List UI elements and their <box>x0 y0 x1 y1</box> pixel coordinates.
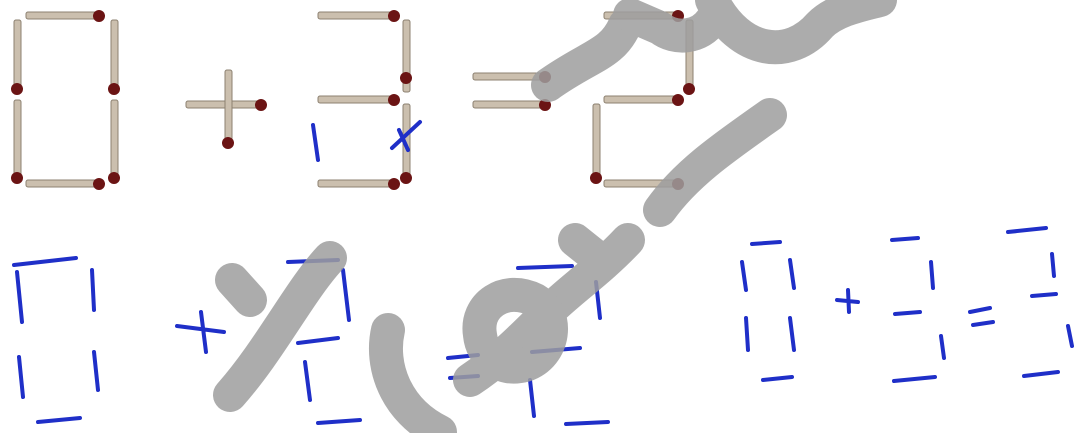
ink-small-equals <box>970 308 993 325</box>
ink-small-three <box>892 238 944 381</box>
ink-small-zero <box>742 242 794 380</box>
ink-sketch-zero <box>14 258 98 422</box>
ink-mark-three-left <box>313 125 318 160</box>
matchstick-digit-zero <box>11 10 120 190</box>
ink-sketch-plus <box>177 312 224 352</box>
matchstick-plus <box>186 70 267 149</box>
watermark-logo-icon <box>230 0 880 432</box>
handwritten-annotations <box>14 122 1072 424</box>
matchstick-digit-three <box>318 10 412 190</box>
ink-small-plus <box>837 290 858 312</box>
ink-small-two <box>1008 228 1072 376</box>
matchstick-puzzle <box>11 10 695 190</box>
